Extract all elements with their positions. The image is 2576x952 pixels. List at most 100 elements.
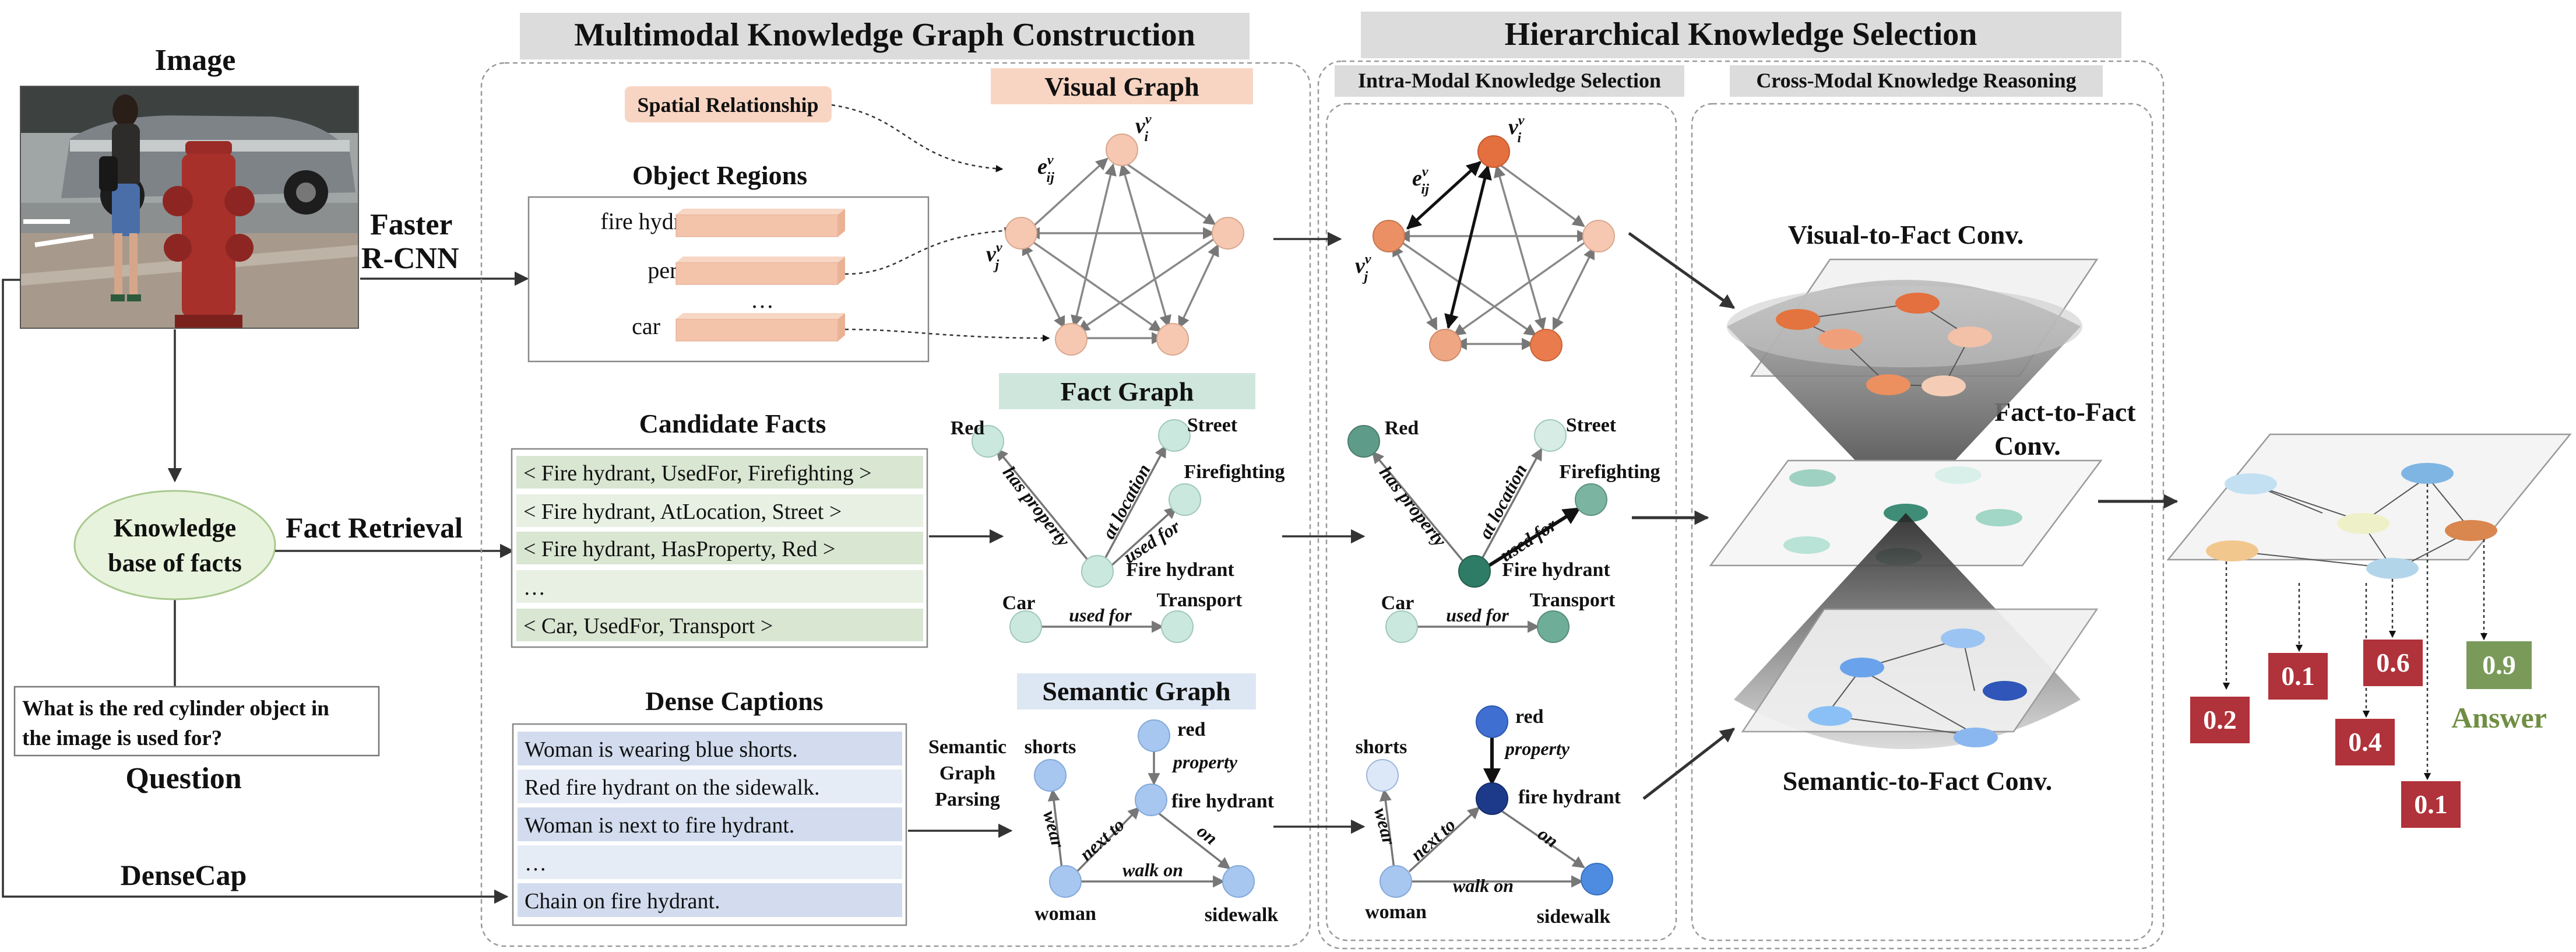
intra-visual-graph: [1373, 135, 1615, 361]
visual-to-fact-label: Visual-to-Fact Conv.: [1788, 220, 2024, 250]
mkg-header: [520, 13, 1250, 59]
intra-header-text: Intra-Modal Knowledge Selection: [1358, 69, 1661, 92]
semantic-node-sidewalk: sidewalk: [1205, 904, 1279, 926]
semantic-node-red: red: [1177, 719, 1206, 740]
semantic-parsing-2: Graph: [939, 763, 995, 784]
cross-header-text: Cross-Modal Knowledge Reasoning: [1756, 69, 2076, 92]
intra-fact-edge-used-for-2: used for: [1446, 605, 1509, 626]
fact-graph-title: Fact Graph: [1061, 377, 1194, 406]
semantic-node-fire-hydrant: fire hydrant: [1171, 791, 1275, 812]
question-title: Question: [125, 762, 241, 795]
semantic-node-woman: woman: [1034, 903, 1096, 925]
visual-graph-title-box: [991, 68, 1253, 104]
intra-fact-edge-at-location: at location: [1474, 461, 1531, 542]
semantic-edge-walk-on: walk on: [1122, 859, 1183, 880]
region-feature-bars: [675, 209, 845, 342]
fact-node-fire-hydrant: Fire hydrant: [1126, 559, 1234, 581]
fact-row-2: < Fire hydrant, AtLocation, Street >: [523, 500, 842, 524]
score-1: 0.2: [2203, 705, 2237, 735]
fact-edge-used-for-2: used for: [1069, 605, 1132, 626]
semantic-edge-wear: wear: [1039, 809, 1069, 851]
mkg-header-text: Multimodal Knowledge Graph Construction: [574, 17, 1195, 53]
semantic-edge-property: property: [1171, 751, 1238, 772]
fact-edge-has-property: has property: [999, 462, 1075, 550]
fact-node-firefighting: Firefighting: [1184, 461, 1285, 483]
fact-node-car: Car: [1002, 592, 1036, 614]
question-box: [13, 686, 380, 757]
knowledge-base-ellipse: [73, 490, 276, 600]
intra-fact-node-red: Red: [1385, 417, 1419, 439]
semantic-parsing-1: Semantic: [928, 736, 1007, 758]
intra-fact-node-street: Street: [1566, 414, 1617, 436]
mkg-module-box: [480, 62, 1311, 947]
intra-semantic-edge-wear: wear: [1370, 806, 1400, 848]
answer-scores: [2190, 640, 2532, 828]
faster-rcnn-label-1: Faster: [370, 208, 452, 241]
fact-row-5: < Car, UsedFor, Transport >: [523, 614, 773, 638]
object-car: car: [632, 313, 660, 339]
fact-to-fact-label-2: Conv.: [1994, 431, 2061, 461]
fact-edge-at-location: at location: [1098, 461, 1155, 542]
score-2: 0.1: [2281, 661, 2315, 691]
intra-semantic-node-fire-hydrant: fire hydrant: [1518, 786, 1621, 808]
caption-row-5: Chain on fire hydrant.: [525, 889, 720, 914]
fact-row-ellipsis: …: [523, 575, 546, 600]
intra-fact-node-car: Car: [1381, 592, 1414, 614]
score-answer: 0.9: [2482, 650, 2516, 680]
intra-fact-edge-used-for: used for: [1496, 514, 1560, 565]
spatial-relationship-box: [625, 86, 832, 122]
fact-row-1: < Fire hydrant, UsedFor, Firefighting >: [523, 461, 872, 486]
densecap-label: DenseCap: [121, 859, 247, 891]
score-5: 0.1: [2414, 789, 2448, 819]
semantic-graph-title-box: [1017, 673, 1256, 709]
caption-row-2: Red fire hydrant on the sidewalk.: [525, 775, 820, 800]
question-text-2: the image is used for?: [22, 726, 222, 750]
intra-module-box: [1325, 103, 1677, 942]
knowledge-base-label-2: base of facts: [108, 549, 242, 577]
visual-graph: [1005, 134, 1244, 356]
intra-semantic-node-red: red: [1515, 706, 1544, 728]
intra-header: [1335, 65, 1684, 97]
fact-node-transport: Transport: [1157, 589, 1243, 611]
fact-graph: [972, 419, 1201, 643]
intra-fact-node-firefighting: Firefighting: [1559, 461, 1660, 483]
fact-to-fact-label-1: Fact-to-Fact: [1994, 397, 2136, 427]
fact-node-street: Street: [1187, 414, 1238, 436]
intra-fact-node-fire-hydrant: Fire hydrant: [1502, 559, 1610, 581]
cross-header: [1730, 65, 2103, 97]
semantic-graph-title: Semantic Graph: [1042, 676, 1230, 706]
intra-fact-graph: [1347, 419, 1607, 643]
candidate-facts-title: Candidate Facts: [639, 409, 826, 438]
intra-fact-edge-has-property: has property: [1375, 462, 1451, 550]
fact-retrieval-label: Fact Retrieval: [286, 511, 463, 544]
knowledge-base-label-1: Knowledge: [114, 514, 236, 542]
intra-semantic-edge-property: property: [1504, 738, 1570, 759]
output-graph: [2166, 433, 2572, 781]
caption-row-1: Woman is wearing blue shorts.: [525, 737, 798, 762]
semantic-to-fact-label: Semantic-to-Fact Conv.: [1783, 766, 2052, 796]
intra-semantic-graph: [1366, 705, 1613, 898]
question-text-1: What is the red cylinder object in: [22, 697, 329, 721]
spatial-relationship-text: Spatial Relationship: [637, 93, 818, 117]
semantic-graph: [1034, 719, 1255, 898]
dense-caption-rows: [518, 732, 902, 917]
intra-semantic-node-woman: woman: [1365, 901, 1427, 923]
candidate-facts-rows: [516, 456, 923, 641]
intra-semantic-node-sidewalk: sidewalk: [1537, 906, 1611, 928]
fact-graph-title-box: [999, 373, 1255, 409]
semantic-parsing-3: Parsing: [935, 789, 1000, 810]
intra-semantic-node-shorts: shorts: [1356, 736, 1407, 758]
fact-node-red: Red: [951, 417, 985, 439]
intra-semantic-edge-walk-on: walk on: [1453, 875, 1514, 896]
intra-semantic-edge-next-to: next to: [1406, 814, 1459, 865]
object-regions-title: Object Regions: [632, 160, 807, 190]
object-ellipsis: …: [751, 287, 774, 313]
visual-graph-title: Visual Graph: [1044, 72, 1199, 101]
intra-semantic-edge-on: on: [1534, 823, 1563, 852]
